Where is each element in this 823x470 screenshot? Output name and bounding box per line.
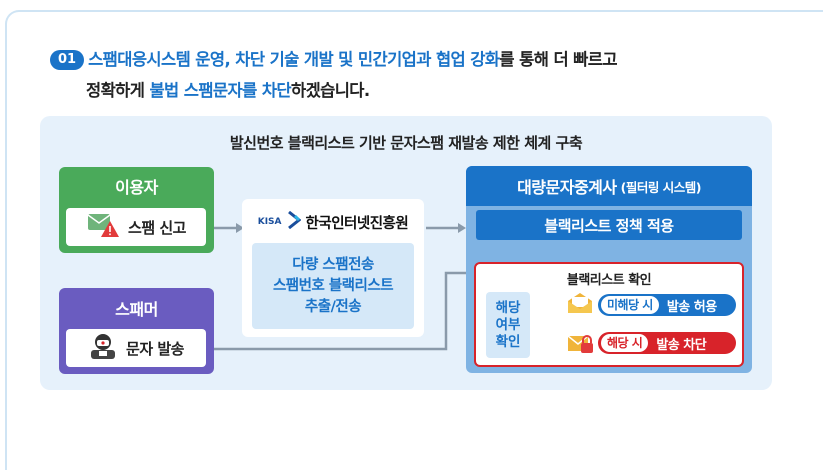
kisa-line-3: 추출/전송 bbox=[304, 298, 362, 315]
spam-report-box: 스팸 신고 bbox=[66, 208, 206, 246]
block-result: 해당 시 발송 차단 bbox=[598, 332, 736, 354]
blacklist-check-title: 블랙리스트 확인 bbox=[566, 273, 652, 288]
report-mail-icon bbox=[86, 212, 120, 242]
send-sms-label: 문자 발송 bbox=[126, 339, 184, 358]
kisa-line-1: 다량 스팸전송 bbox=[292, 256, 374, 273]
allow-tag: 미해당 시 bbox=[601, 296, 659, 314]
intro-text-1: 를 통해 더 빠르고 bbox=[499, 50, 617, 69]
intro-highlight-2: 불법 스팸문자를 차단 bbox=[149, 81, 291, 100]
kisa-logo: KISA 한국인터넷진흥원 bbox=[242, 210, 424, 233]
intro-text-2a: 정확하게 bbox=[86, 81, 150, 100]
user-header: 이용자 bbox=[115, 178, 158, 197]
carrier-header-sub: (필터링 시스템) bbox=[620, 179, 702, 195]
check-label-1: 해당 bbox=[495, 299, 521, 316]
kisa-logo-tag: KISA bbox=[257, 217, 282, 227]
blacklist-policy-box: 블랙리스트 정책 적용 bbox=[476, 210, 742, 240]
block-text: 발송 차단 bbox=[656, 337, 707, 353]
carrier-header-title: 대량문자중계사 bbox=[517, 178, 617, 197]
spam-report-label: 스팸 신고 bbox=[128, 218, 186, 237]
intro-highlight-1: 스팸대응시스템 운영, 차단 기술 개발 및 민간기업과 협업 강화 bbox=[88, 50, 500, 69]
locked-envelope-icon bbox=[566, 330, 594, 358]
check-label-2: 여부 bbox=[495, 316, 521, 333]
kisa-line-2: 스팸번호 블랙리스트 bbox=[272, 277, 394, 294]
item-number-badge: 01 bbox=[50, 50, 85, 70]
check-label-3: 확인 bbox=[495, 333, 521, 350]
send-sms-box: 문자 발송 bbox=[66, 329, 206, 367]
block-tag: 해당 시 bbox=[601, 334, 649, 352]
check-label-box: 해당 여부 확인 bbox=[486, 292, 530, 358]
intro-line-2: 정확하게 불법 스팸문자를 차단하겠습니다. bbox=[50, 75, 790, 106]
kisa-logo-name: 한국인터넷진흥원 bbox=[305, 215, 409, 232]
spammer-header: 스패머 bbox=[115, 300, 158, 319]
hacker-icon bbox=[88, 332, 118, 364]
open-envelope-icon bbox=[566, 292, 594, 318]
kisa-logo-icon bbox=[287, 210, 301, 233]
intro-text-2b: 하겠습니다. bbox=[290, 81, 370, 100]
allow-text: 발송 허용 bbox=[666, 299, 717, 315]
diagram-title: 발신번호 블랙리스트 기반 문자스팸 재발송 제한 체계 구축 bbox=[229, 134, 583, 152]
card-frame bbox=[5, 10, 823, 470]
allow-result: 미해당 시 발송 허용 bbox=[598, 294, 736, 316]
carrier-header: 대량문자중계사 (필터링 시스템) bbox=[466, 166, 752, 206]
kisa-box: KISA 한국인터넷진흥원 다량 스팸전송 스팸번호 블랙리스트 추출/전송 bbox=[242, 199, 424, 337]
kisa-process-box: 다량 스팸전송 스팸번호 블랙리스트 추출/전송 bbox=[252, 243, 414, 329]
